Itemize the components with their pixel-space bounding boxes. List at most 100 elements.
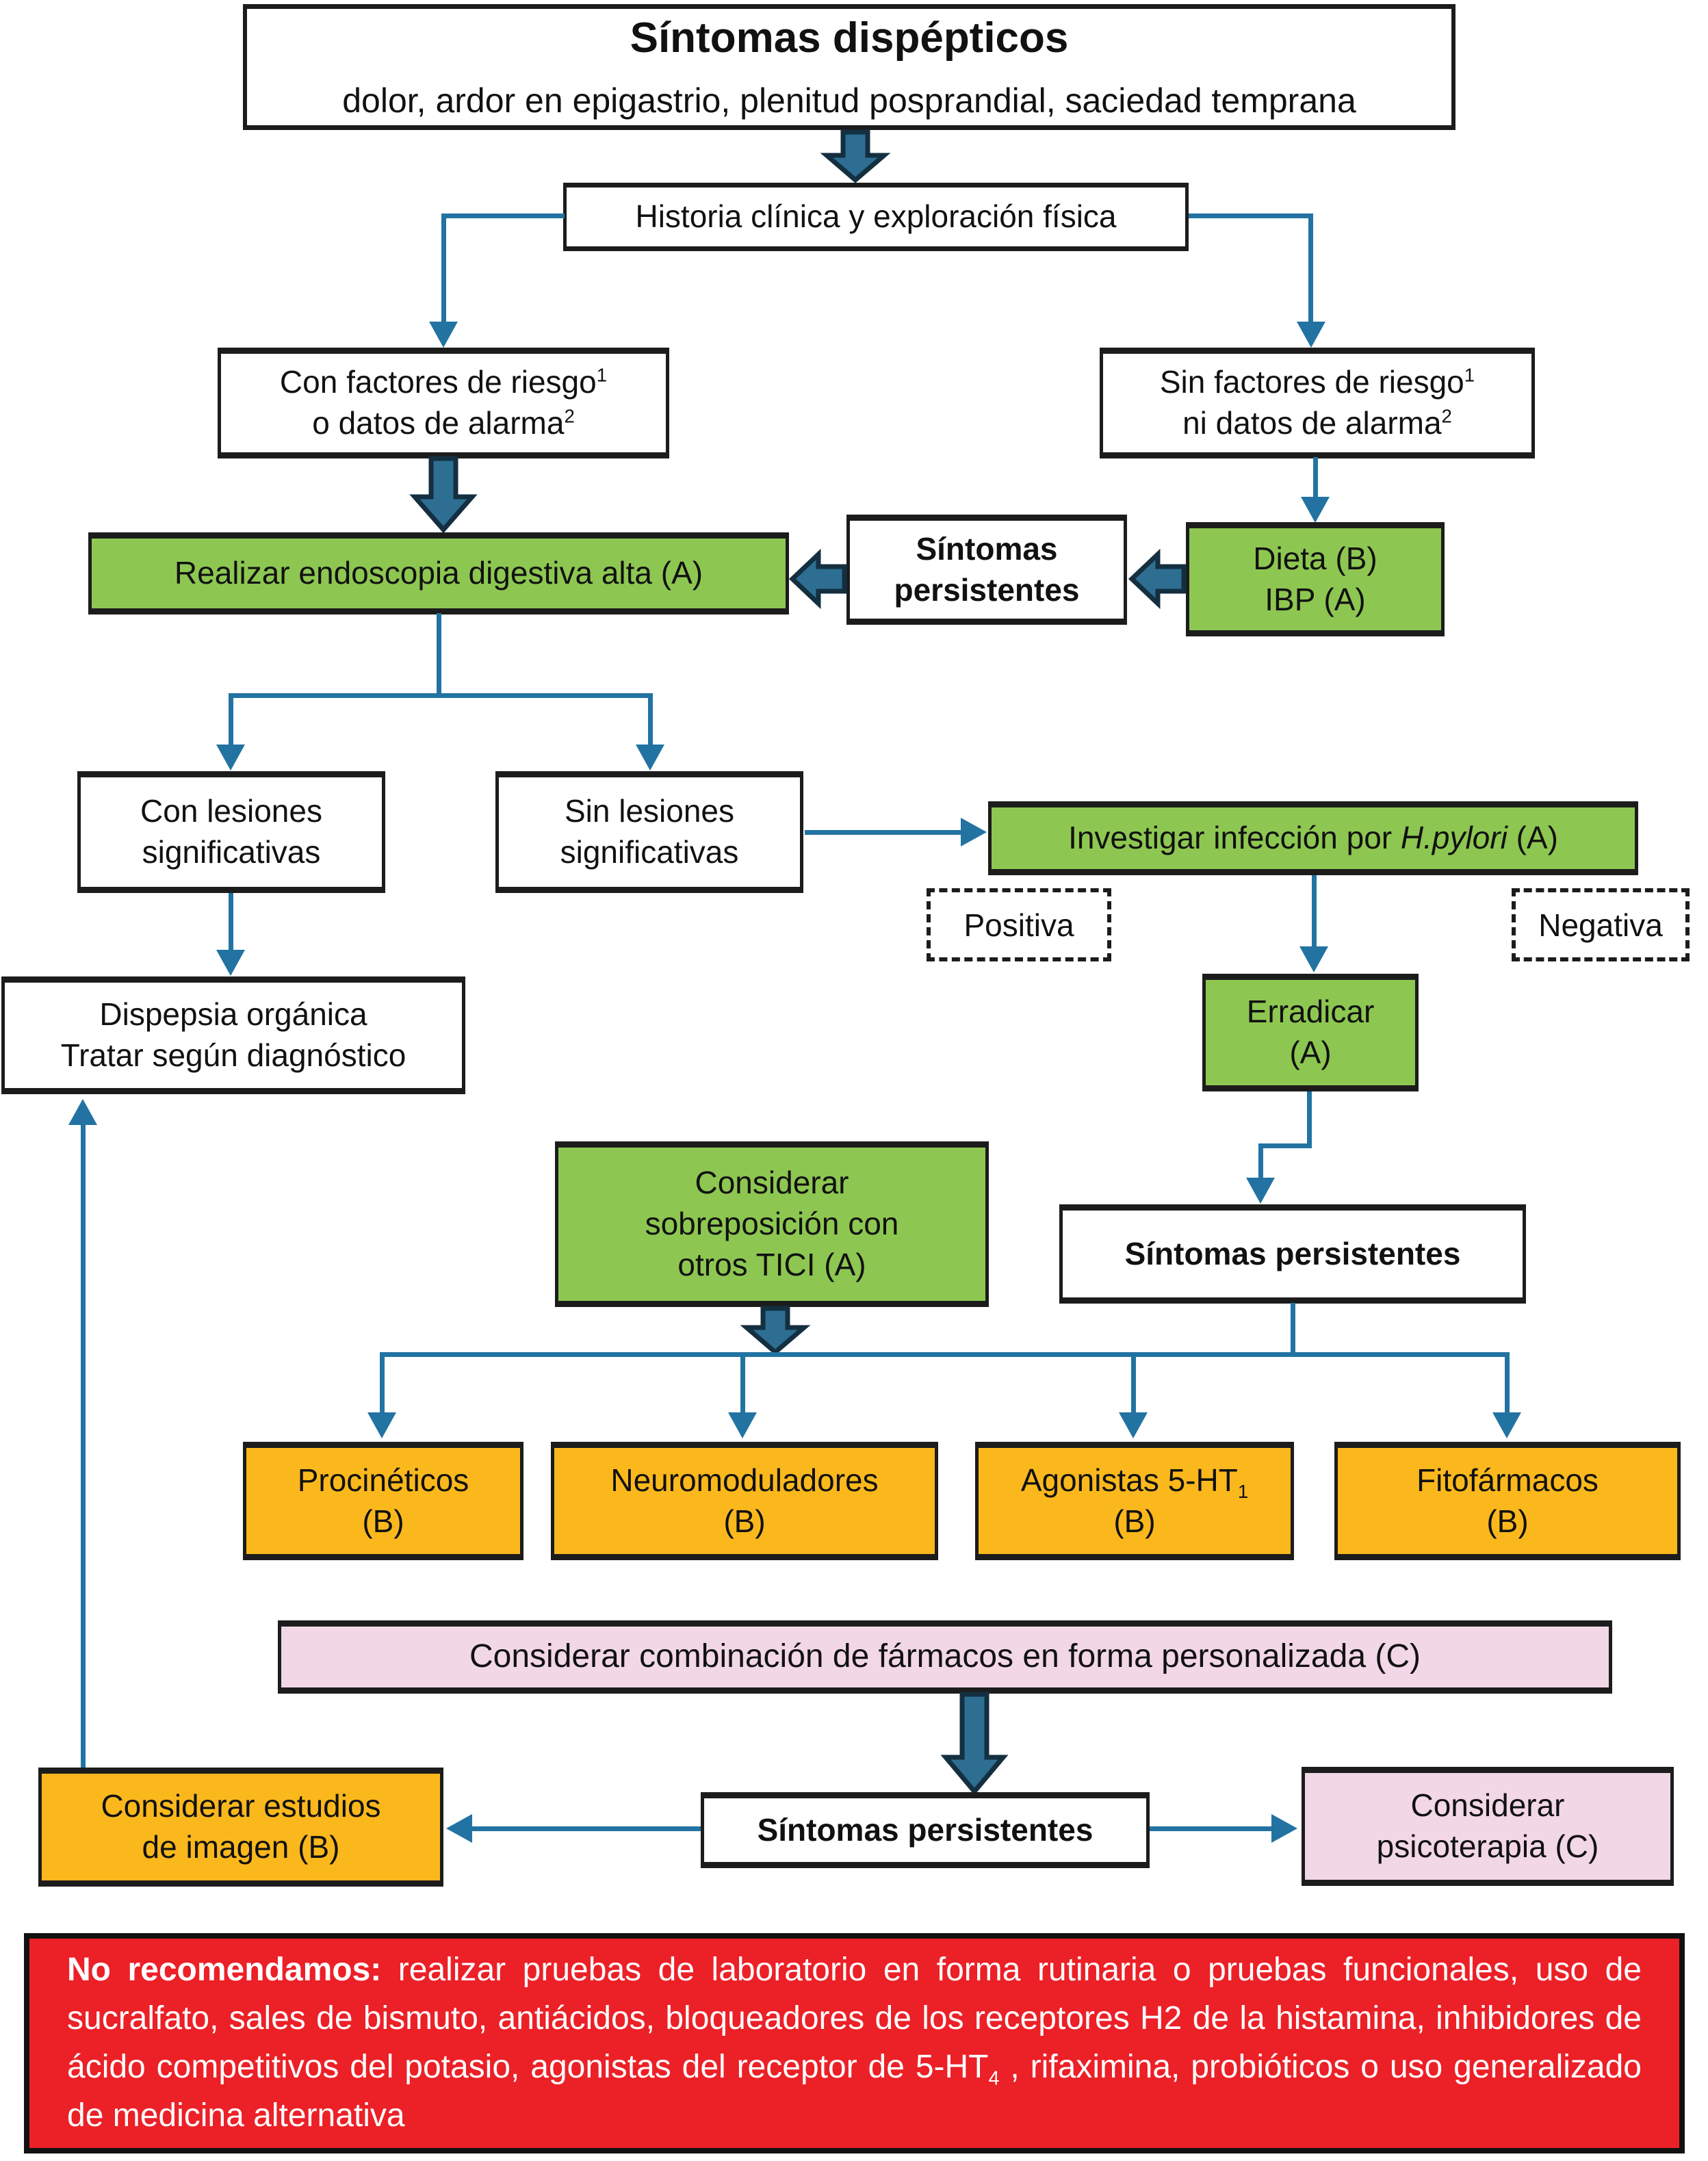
connector-sinfactores-to-dieta	[1313, 457, 1318, 498]
block-arrow-down-to-historia	[820, 129, 891, 183]
connector-to-sin-lesiones	[648, 693, 653, 746]
arrowhead-to-con-factores	[429, 322, 458, 348]
estudios-imagen-line1: Considerar estudios	[101, 1788, 381, 1824]
hpylori-text-pre: Investigar infección por	[1068, 820, 1401, 856]
arrowhead-to-estudios-imagen	[446, 1814, 472, 1843]
node-con-factores-line2: o datos de alarma2	[312, 403, 575, 444]
arrowhead-to-procineticos	[367, 1412, 396, 1438]
dieta-ibp-line1: Dieta (B)	[1253, 540, 1377, 576]
connector-drop-procineticos	[380, 1352, 385, 1414]
arrowhead-to-psicoterapia	[1271, 1814, 1297, 1843]
node-sintomas-dispepticos-title: Síntomas dispépticos	[630, 14, 1069, 62]
connector-distribution-line	[382, 1352, 1510, 1357]
node-negativa: Negativa	[1512, 888, 1690, 961]
tici-line3: otros TICI (A)	[677, 1246, 866, 1282]
dispepsia-line2: Tratar según diagnóstico	[60, 1037, 406, 1073]
block-arrow-dieta-to-sintomas	[1128, 548, 1187, 610]
tici-line1: Considerar	[695, 1165, 849, 1201]
connector-erradicar-down	[1307, 1091, 1312, 1148]
node-endoscopia: Realizar endoscopia digestiva alta (A)	[88, 532, 789, 614]
node-combinacion-farmacos: Considerar combinación de fármacos en fo…	[278, 1620, 1612, 1694]
warning-bold-lead: No recomendamos:	[67, 1952, 382, 1988]
connector-drop-agonistas	[1131, 1352, 1136, 1414]
connector-hpylori-to-erradicar	[1312, 875, 1317, 948]
investigar-hpylori-label: Investigar infección por H.pylori (A)	[1068, 818, 1558, 859]
con-factores-line2-text: o datos de alarma	[312, 405, 565, 441]
arrowhead-to-fitofarmacos	[1492, 1412, 1521, 1438]
arrowhead-to-agonistas	[1119, 1412, 1148, 1438]
node-fitofarmacos: Fitofármacos (B)	[1334, 1442, 1681, 1560]
node-dispepsia-organica: Dispepsia orgánica Tratar según diagnóst…	[1, 976, 465, 1094]
node-investigar-hpylori: Investigar infección por H.pylori (A)	[988, 801, 1638, 875]
connector-historia-right-horizontal	[1189, 213, 1313, 218]
connector-sintomas2-down	[1291, 1303, 1295, 1357]
node-erradicar: Erradicar (A)	[1202, 974, 1419, 1091]
node-sintomas-dispepticos: Síntomas dispépticos dolor, ardor en epi…	[243, 4, 1455, 130]
sintomas-persistentes-1-line1: Síntomas	[916, 530, 1058, 567]
connector-historia-right-vertical	[1308, 213, 1313, 323]
arrowhead-to-sin-factores	[1297, 322, 1325, 348]
fitofarmacos-line2: (B)	[1486, 1503, 1529, 1539]
node-procineticos: Procinéticos (B)	[243, 1442, 523, 1560]
sin-factores-sup2: 2	[1441, 405, 1452, 427]
procineticos-line2: (B)	[362, 1503, 404, 1539]
connector-to-con-lesiones	[229, 693, 233, 746]
sin-factores-line1-text: Sin factores de riesgo	[1159, 364, 1464, 400]
sintomas-persistentes-3-label: Síntomas persistentes	[757, 1811, 1094, 1848]
connector-drop-fitofarmacos	[1505, 1352, 1510, 1414]
con-factores-line1-text: Con factores de riesgo	[279, 364, 597, 400]
con-lesiones-line1: Con lesiones	[140, 793, 322, 829]
connector-to-estudios-imagen	[472, 1826, 701, 1831]
agonistas-line2: (B)	[1113, 1503, 1156, 1539]
connector-imagen-to-dispepsia	[81, 1125, 86, 1768]
node-sin-factores-riesgo: Sin factores de riesgo1 ni datos de alar…	[1100, 348, 1535, 458]
tici-line2: sobreposición con	[645, 1206, 899, 1242]
node-agonistas-5ht1: Agonistas 5-HT1 (B)	[975, 1442, 1294, 1560]
negativa-label: Negativa	[1538, 907, 1663, 943]
estudios-imagen-line2: de imagen (B)	[142, 1829, 340, 1865]
agonistas-line1: Agonistas 5-HT1	[1021, 1460, 1248, 1501]
fitofarmacos-line1: Fitofármacos	[1416, 1462, 1599, 1498]
warning-text-1: realizar pruebas de laboratorio en forma…	[67, 1952, 1642, 2086]
con-lesiones-line2: significativas	[142, 834, 321, 870]
node-historia-clinica-label: Historia clínica y exploración física	[635, 198, 1117, 235]
procineticos-line1: Procinéticos	[297, 1462, 469, 1498]
block-arrow-tici-down	[740, 1306, 811, 1356]
node-con-factores-line1: Con factores de riesgo1	[280, 362, 607, 403]
warning-no-recomendamos: No recomendamos: realizar pruebas de lab…	[24, 1933, 1685, 2153]
node-con-factores-riesgo: Con factores de riesgo1 o datos de alarm…	[218, 348, 669, 458]
connector-lesiones-split	[229, 693, 653, 698]
neuromoduladores-line1: Neuromoduladores	[610, 1462, 879, 1498]
node-neuromoduladores: Neuromoduladores (B)	[551, 1442, 938, 1560]
psicoterapia-line1: Considerar	[1410, 1787, 1565, 1824]
arrowhead-to-hpylori	[961, 818, 987, 846]
block-arrow-sintomas-to-endoscopia	[788, 548, 847, 610]
connector-historia-left-vertical	[441, 213, 446, 323]
warning-sub-4: 4	[988, 2067, 1000, 2090]
connector-erradicar-jog	[1258, 1143, 1312, 1148]
node-sin-factores-line2: ni datos de alarma2	[1182, 403, 1452, 444]
positiva-label: Positiva	[963, 907, 1074, 943]
connector-to-dispepsia	[229, 893, 233, 951]
sintomas-persistentes-2-label: Síntomas persistentes	[1124, 1235, 1461, 1271]
sin-factores-sup1: 1	[1464, 364, 1475, 386]
node-sin-factores-line1: Sin factores de riesgo1	[1160, 362, 1475, 403]
connector-erradicar-down2	[1258, 1143, 1263, 1179]
arrowhead-to-dieta	[1301, 497, 1330, 523]
node-sintomas-persistentes-1: Síntomas persistentes	[846, 515, 1127, 625]
connector-endoscopia-down	[437, 613, 441, 697]
connector-to-hpylori	[805, 830, 962, 835]
node-sintomas-dispepticos-subtitle: dolor, ardor en epigastrio, plenitud pos…	[342, 81, 1356, 120]
arrowhead-to-sin-lesiones	[636, 745, 664, 771]
arrowhead-up-to-dispepsia	[68, 1099, 97, 1125]
warning-text-2: , rifaximina, probióticos o uso generali…	[67, 2049, 1642, 2134]
node-historia-clinica: Historia clínica y exploración física	[563, 183, 1189, 251]
agonistas-sub1: 1	[1237, 1480, 1249, 1502]
sin-factores-line2-text: ni datos de alarma	[1182, 405, 1442, 441]
neuromoduladores-line2: (B)	[723, 1503, 766, 1539]
block-arrow-combinacion-down	[940, 1692, 1009, 1796]
connector-drop-neuromoduladores	[740, 1352, 745, 1414]
node-positiva: Positiva	[927, 888, 1111, 961]
dispepsia-line1: Dispepsia orgánica	[99, 996, 367, 1033]
